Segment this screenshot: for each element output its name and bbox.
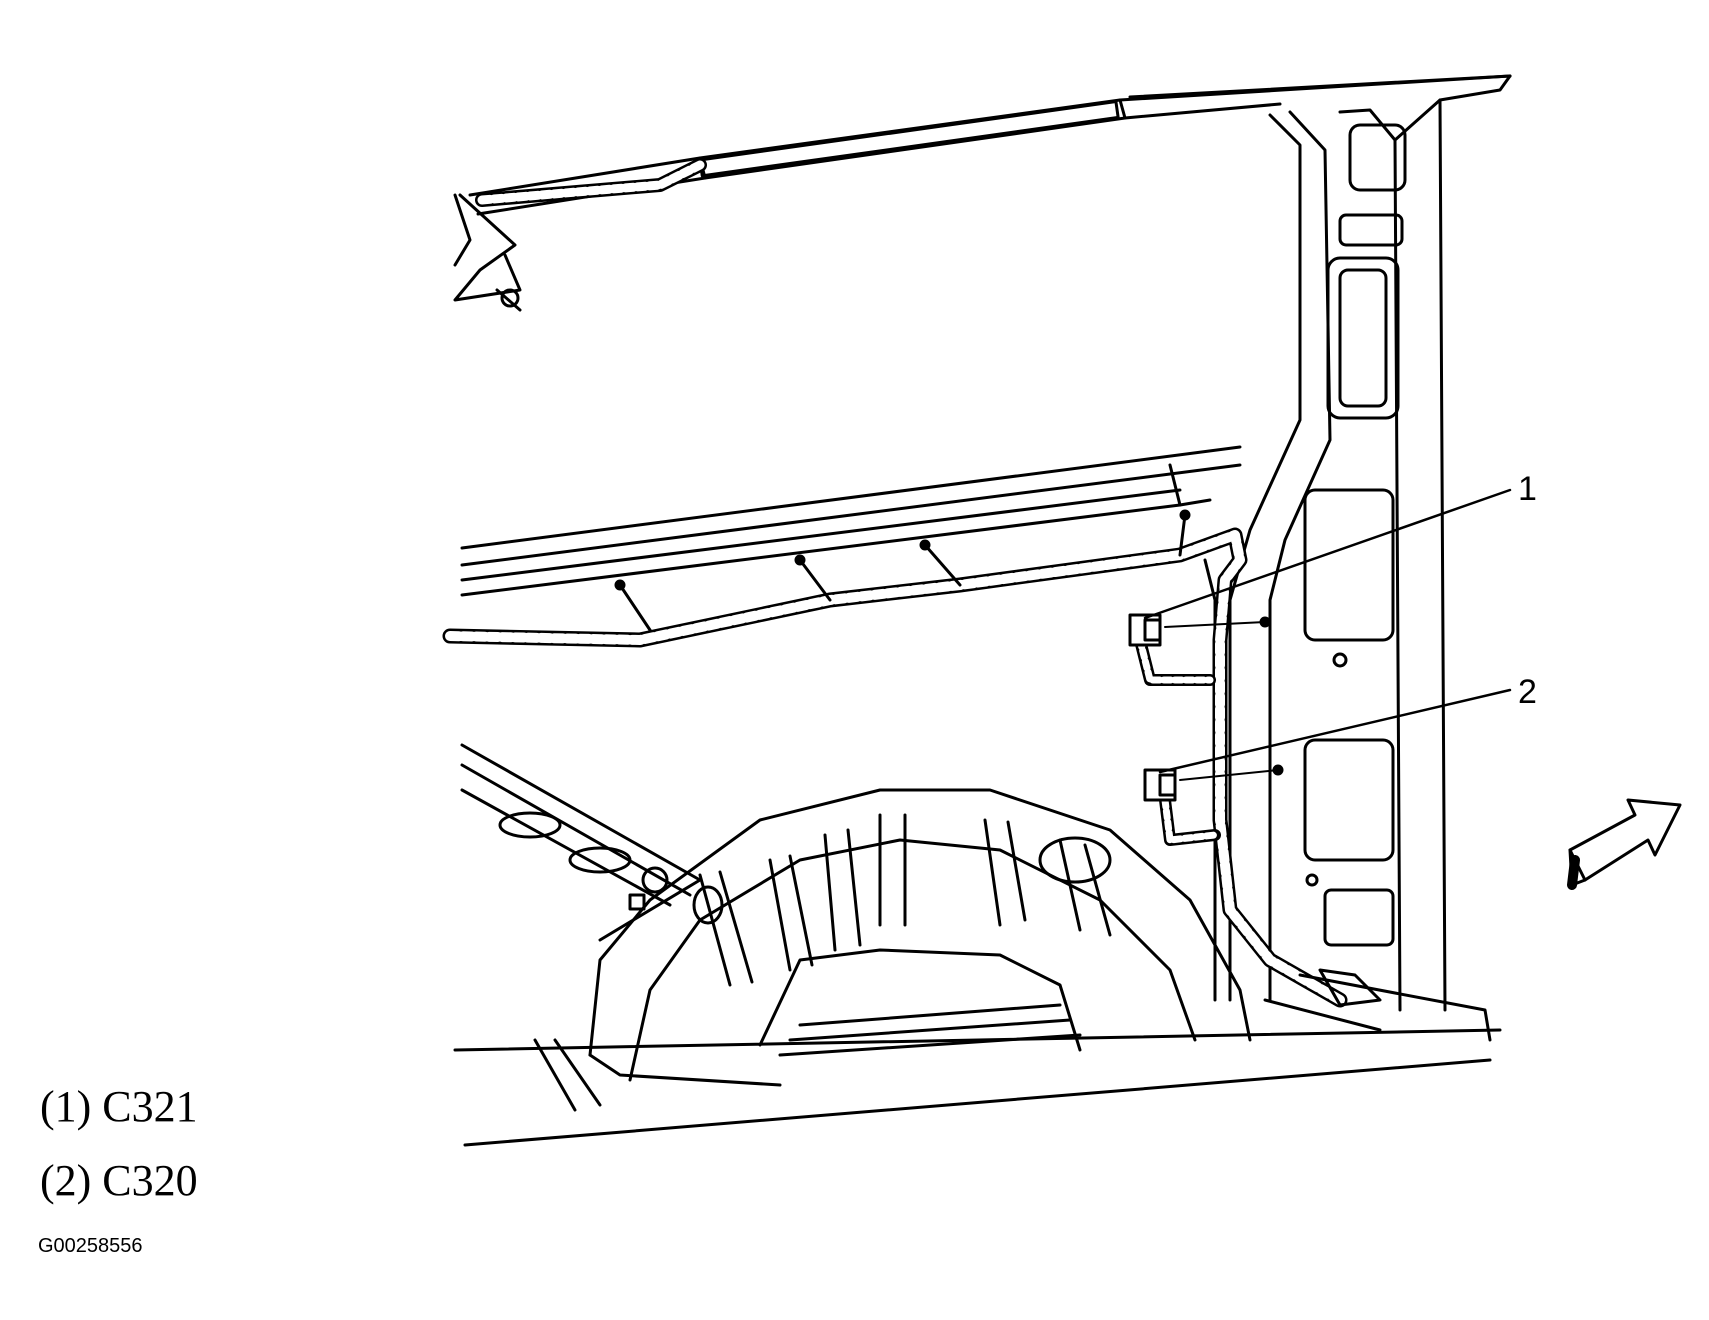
floor [453, 968, 1502, 1147]
direction-arrow-icon [1567, 798, 1682, 890]
roof-harness [475, 158, 707, 207]
mid-rail [460, 445, 1242, 597]
front-bracket [453, 193, 522, 312]
wheelhouse [588, 788, 1252, 1087]
callout-number-1: 1 [1518, 470, 1537, 508]
legend-entry-c320: (2) C320 [40, 1156, 198, 1205]
legend-entry-c321: (1) C321 [40, 1082, 198, 1131]
connector-c320 [1143, 764, 1284, 802]
leader-line-2 [1158, 688, 1512, 774]
leader-line-1 [1143, 488, 1512, 620]
figure-id: G00258556 [38, 1235, 143, 1257]
mid-harness [442, 509, 1348, 1008]
connector-c321 [1128, 613, 1271, 647]
c-pillar [1203, 74, 1512, 1012]
rear-side-panel [460, 743, 702, 942]
pigtail-harness [1134, 634, 1221, 846]
callout-number-2: 2 [1518, 673, 1537, 711]
